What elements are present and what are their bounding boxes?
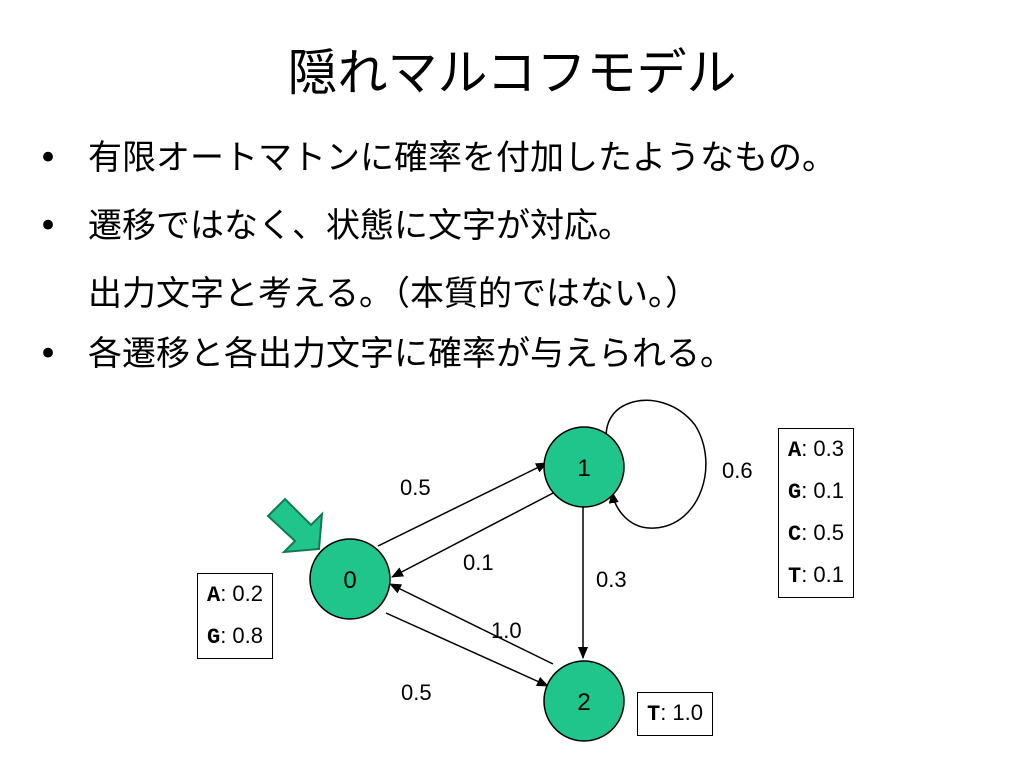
bullet-item: 出力文字と考える。（本質的ではない。）: [38, 264, 699, 324]
emission-row: T: 1.0: [647, 693, 703, 735]
emission-row: G: 0.1: [788, 471, 844, 513]
state-0-node: [309, 538, 391, 620]
emission-prob: : 0.1: [801, 562, 845, 587]
transition-label-1-to-2: 0.3: [596, 567, 627, 592]
emission-prob: : 0.3: [801, 436, 845, 461]
emission-symbol: G: [207, 625, 221, 650]
emission-box-state-2: T: 1.0: [637, 692, 714, 736]
state-0-label: 0: [343, 567, 356, 594]
emission-symbol: C: [788, 522, 802, 547]
emission-row: G: 0.8: [207, 616, 263, 658]
emission-box-state-0: A: 0.2 G: 0.8: [197, 573, 274, 659]
emission-row: C: 0.5: [788, 513, 844, 555]
transition-label-1-to-0: 0.1: [463, 550, 494, 575]
emission-prob: : 0.8: [220, 623, 264, 648]
bullet-item: • 有限オートマトンに確率を付加したようなもの。: [38, 128, 836, 188]
bullet-item: • 各遷移と各出力文字に確率が与えられる。: [38, 324, 734, 384]
bullet-text: 各遷移と各出力文字に確率が与えられる。: [88, 334, 734, 374]
emission-symbol: T: [647, 702, 661, 727]
emission-prob: : 0.2: [220, 581, 264, 606]
bullet-item: • 遷移ではなく、状態に文字が対応。: [38, 196, 632, 256]
emission-prob: : 1.0: [660, 700, 704, 725]
emission-prob: : 0.5: [801, 520, 845, 545]
state-1-label: 1: [577, 455, 590, 482]
emission-symbol: G: [788, 480, 802, 505]
emission-row: A: 0.3: [788, 429, 844, 471]
transition-0-to-1: [377, 462, 548, 547]
state-2-node: [543, 660, 625, 742]
bullet-text: 遷移ではなく、状態に文字が対応。: [88, 206, 632, 246]
transition-label-1-self: 0.6: [722, 458, 753, 483]
emission-symbol: T: [788, 564, 802, 589]
state-1-node: [543, 426, 625, 508]
transition-1-to-0: [391, 490, 558, 578]
transition-0-to-2: [385, 612, 549, 687]
bullet-marker: •: [38, 334, 59, 374]
start-arrow-icon: [266, 497, 324, 554]
emission-symbol: A: [788, 438, 802, 463]
transition-2-to-0: [389, 583, 554, 665]
emission-symbol: A: [207, 583, 221, 608]
bullet-marker: •: [38, 206, 59, 246]
bullet-marker: •: [38, 138, 59, 178]
bullet-text: 有限オートマトンに確率を付加したようなもの。: [88, 138, 836, 178]
slide-title: 隠れマルコフモデル: [287, 44, 737, 102]
emission-row: T: 0.1: [788, 555, 844, 597]
emission-prob: : 0.1: [801, 478, 845, 503]
transition-label-0-to-1: 0.5: [400, 475, 431, 500]
state-2-label: 2: [577, 689, 590, 716]
emission-box-state-1: A: 0.3 G: 0.1 C: 0.5 T: 0.1: [778, 428, 855, 598]
transition-label-2-to-0: 1.0: [491, 618, 522, 643]
emission-row: A: 0.2: [207, 574, 263, 616]
transition-label-0-to-2: 0.5: [401, 680, 432, 705]
transition-1-self-loop: [605, 399, 707, 529]
bullet-text: 出力文字と考える。（本質的ではない。）: [88, 274, 699, 314]
